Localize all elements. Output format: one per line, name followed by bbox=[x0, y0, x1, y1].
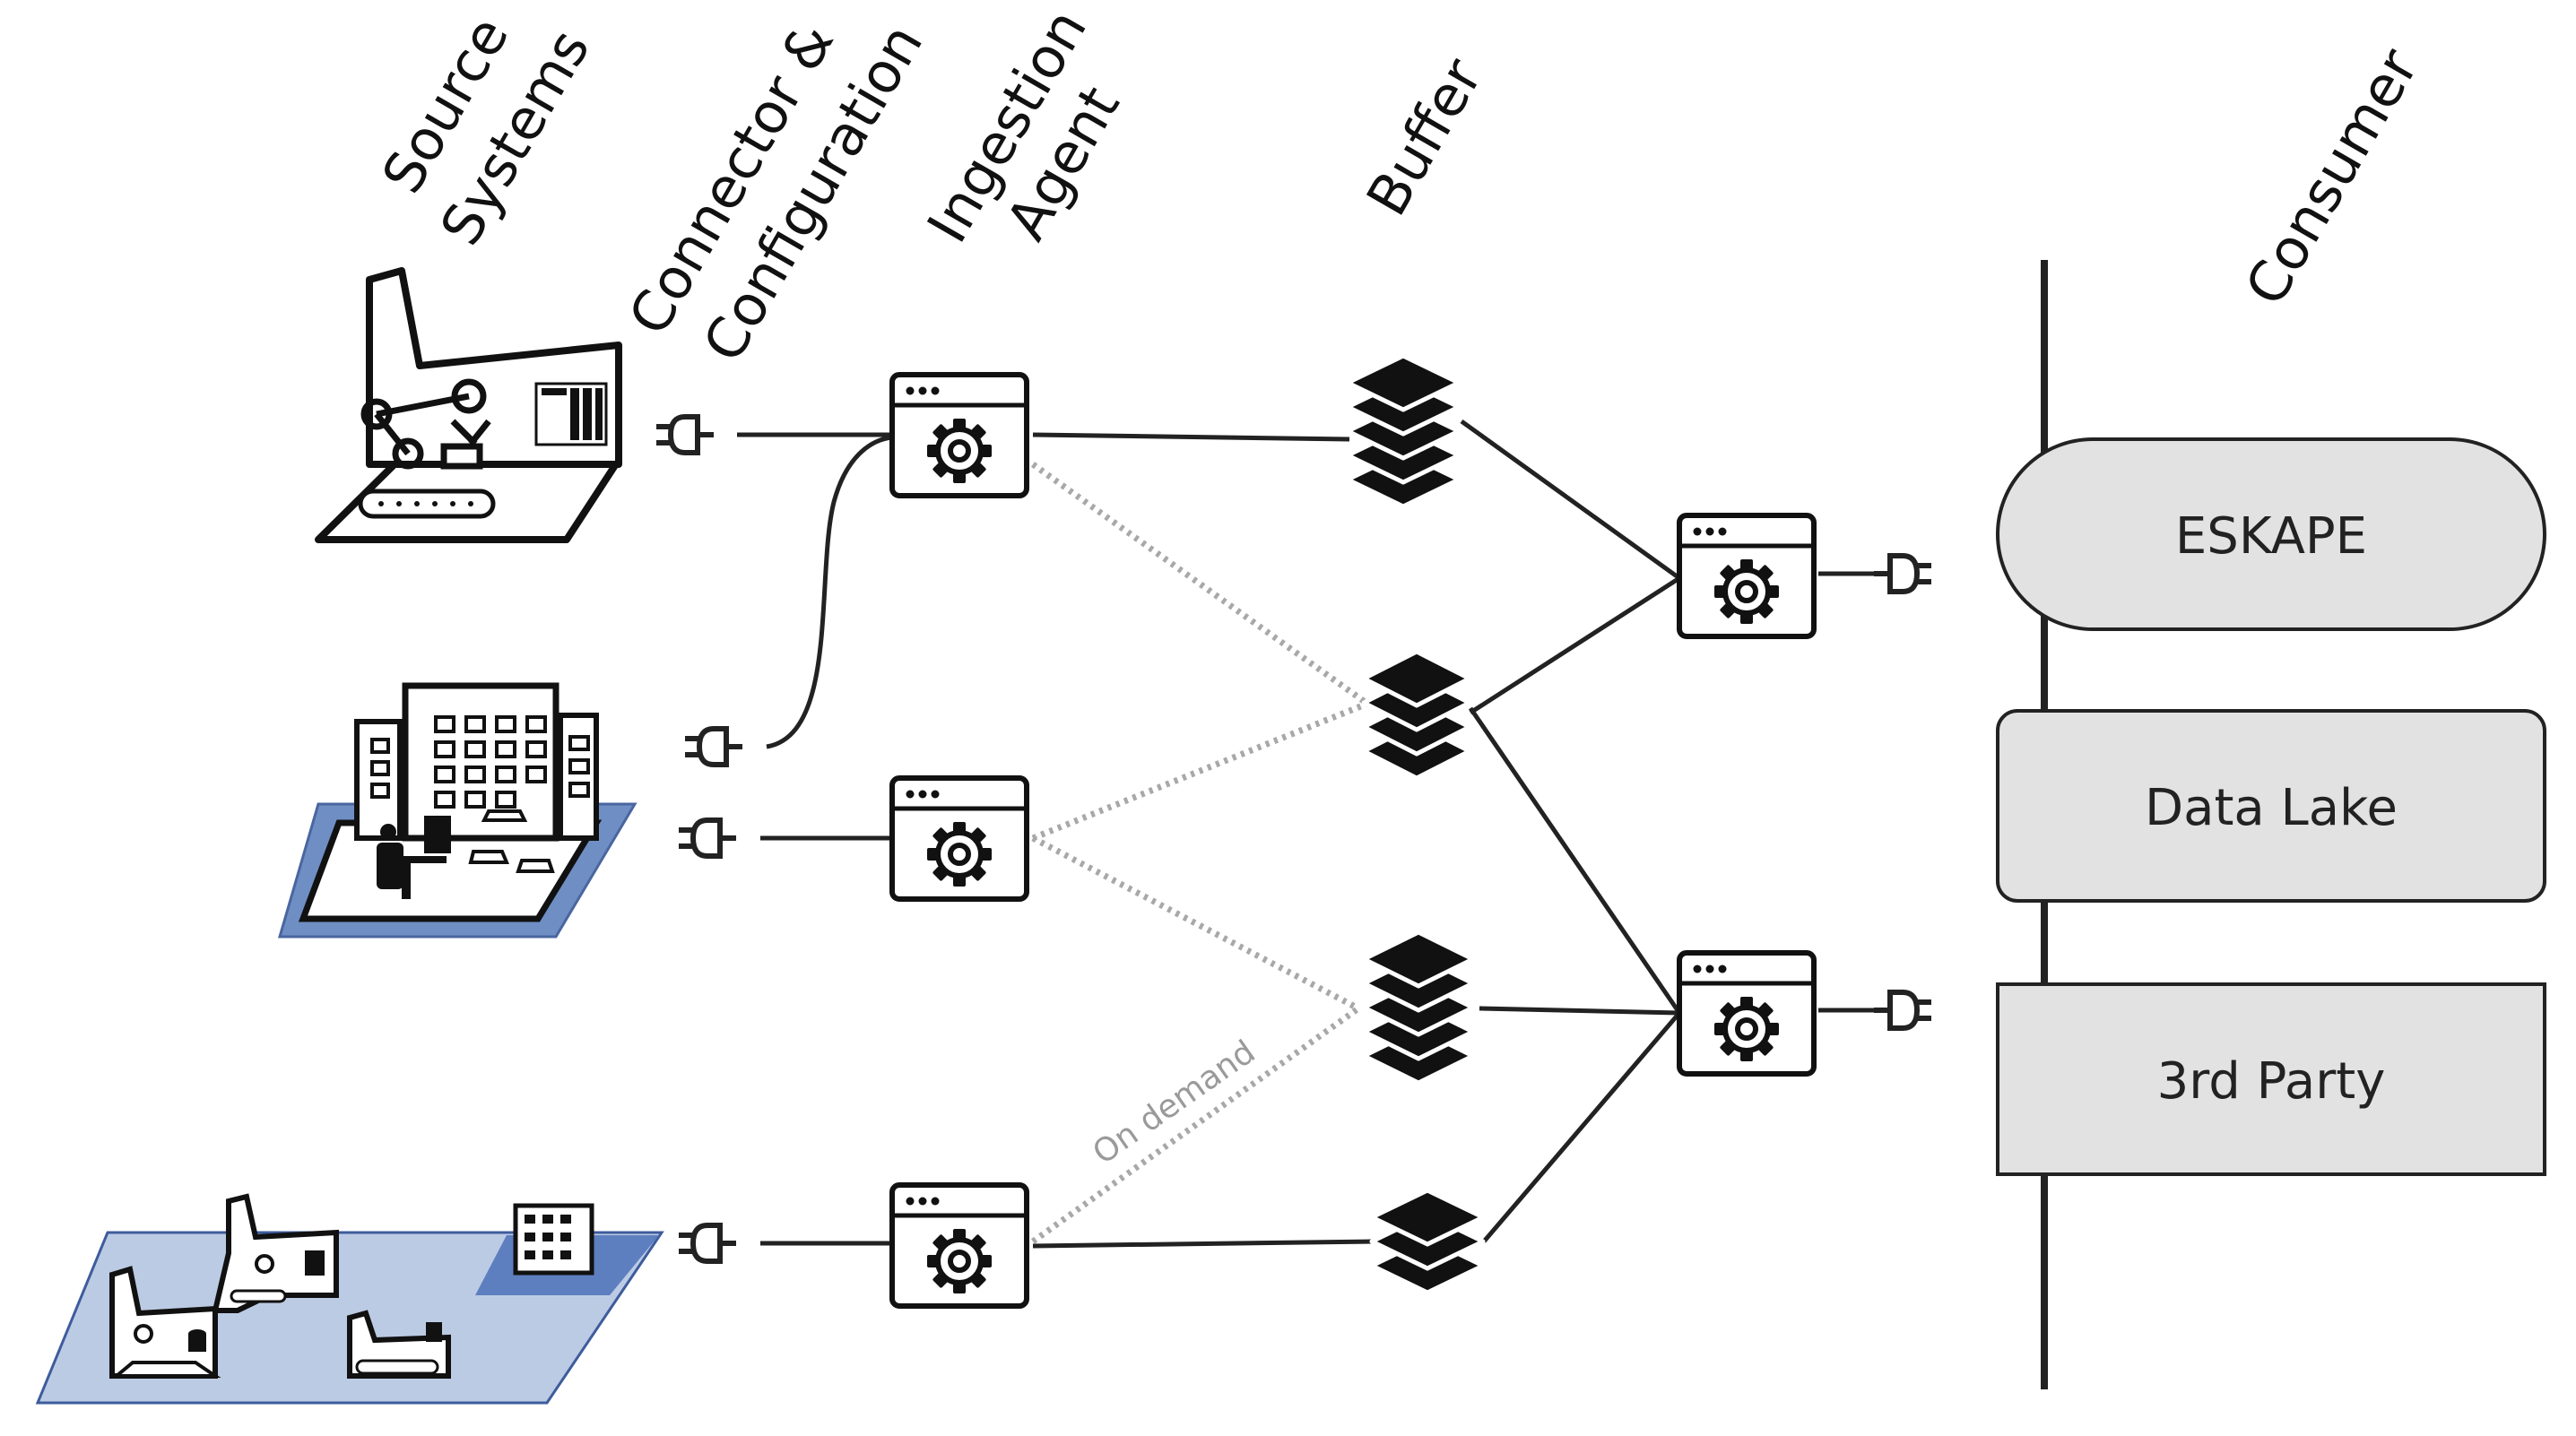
consumer-eskape[interactable]: ESKAPE bbox=[1996, 437, 2546, 631]
office-building-icon bbox=[278, 682, 637, 939]
header-source-systems: Source Systems bbox=[369, 6, 603, 256]
factory-icon bbox=[315, 267, 622, 543]
buffer-1-icon bbox=[1348, 356, 1459, 506]
header-consumer: Consumer bbox=[2233, 38, 2432, 316]
connection-lines bbox=[737, 419, 1874, 1249]
on-demand-annotation: On demand bbox=[1087, 1034, 1262, 1172]
consumer-agent-2-icon bbox=[1679, 953, 1814, 1074]
consumer-data-lake[interactable]: Data Lake bbox=[1996, 709, 2546, 903]
consumer-agent-1-icon bbox=[1679, 515, 1814, 636]
wire-buffer2-cagent2 bbox=[1468, 706, 1682, 1015]
dashed-agent2-buffer2 bbox=[1031, 700, 1369, 842]
wire-plug2-agent1 bbox=[766, 435, 893, 749]
dashed-agent1-buffer2 bbox=[1030, 462, 1370, 706]
header-ingestion-agent: Ingestion Agent bbox=[915, 0, 1132, 253]
header-connector-configuration: Connector & Configuration bbox=[616, 12, 935, 372]
consumer-3rd-party-label: 3rd Party bbox=[2157, 1052, 2386, 1111]
wire-agent3-buffer4 bbox=[1032, 1239, 1373, 1249]
ingestion-agent-1-icon bbox=[892, 375, 1027, 496]
dashed-agent2-buffer3 bbox=[1031, 835, 1360, 1012]
consumer-data-lake-label: Data Lake bbox=[2145, 779, 2398, 837]
plug-icon bbox=[679, 1225, 736, 1261]
wire-buffer1-cagent1 bbox=[1460, 419, 1681, 581]
wire-buffer4-cagent2 bbox=[1482, 1011, 1681, 1243]
plug-icon bbox=[685, 729, 742, 765]
plug-icon bbox=[1874, 556, 1931, 592]
buffer-2-icon bbox=[1364, 652, 1470, 778]
consumer-3rd-party[interactable]: 3rd Party bbox=[1996, 982, 2546, 1176]
consumer-eskape-label: ESKAPE bbox=[2175, 507, 2367, 566]
multi-site-icon bbox=[35, 1193, 664, 1405]
buffer-4-icon bbox=[1372, 1190, 1483, 1293]
plug-icon bbox=[1874, 992, 1931, 1028]
wire-buffer2-cagent1 bbox=[1469, 575, 1681, 715]
header-buffer: Buffer bbox=[1354, 48, 1496, 227]
ingestion-agent-3-icon bbox=[892, 1185, 1027, 1306]
buffer-3-icon bbox=[1364, 932, 1473, 1083]
plug-icon bbox=[656, 417, 714, 453]
wire-buffer3-cagent2 bbox=[1479, 1006, 1680, 1016]
wire-agent1-buffer1 bbox=[1032, 432, 1350, 442]
ingestion-agent-2-icon bbox=[892, 778, 1027, 899]
dashed-agent3-buffer3 bbox=[1030, 1006, 1361, 1244]
plug-icon bbox=[679, 820, 736, 856]
